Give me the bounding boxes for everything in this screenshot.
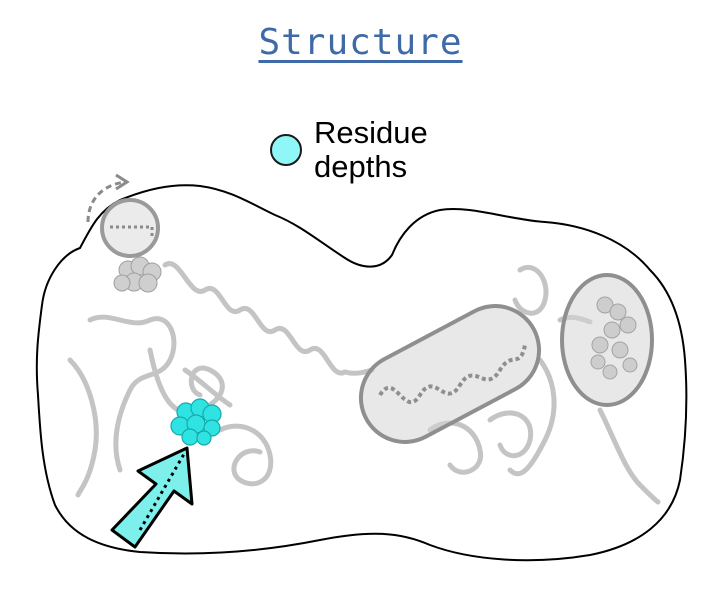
left-domain-ribbon	[67, 261, 375, 498]
residue-depth-cluster	[170, 398, 222, 446]
legend-label: Residue depths	[314, 116, 428, 184]
figure-title: Structure	[258, 22, 463, 63]
legend-label-line1: Residue	[314, 115, 428, 150]
helix-ribbon	[378, 344, 527, 405]
residue-cluster-left	[113, 256, 162, 293]
helix-highlight-region	[358, 304, 542, 444]
right-terminal-region	[560, 273, 654, 407]
residue-cluster-right	[590, 296, 638, 380]
highlight-arrow	[110, 446, 194, 549]
legend: Residue depths	[270, 116, 428, 184]
legend-label-line2: depths	[314, 149, 408, 184]
residue-depth-legend-swatch	[270, 134, 302, 166]
rotation-arrowhead	[115, 173, 130, 191]
rotation-arrow	[86, 180, 126, 223]
hinge-region-dots	[110, 225, 154, 238]
